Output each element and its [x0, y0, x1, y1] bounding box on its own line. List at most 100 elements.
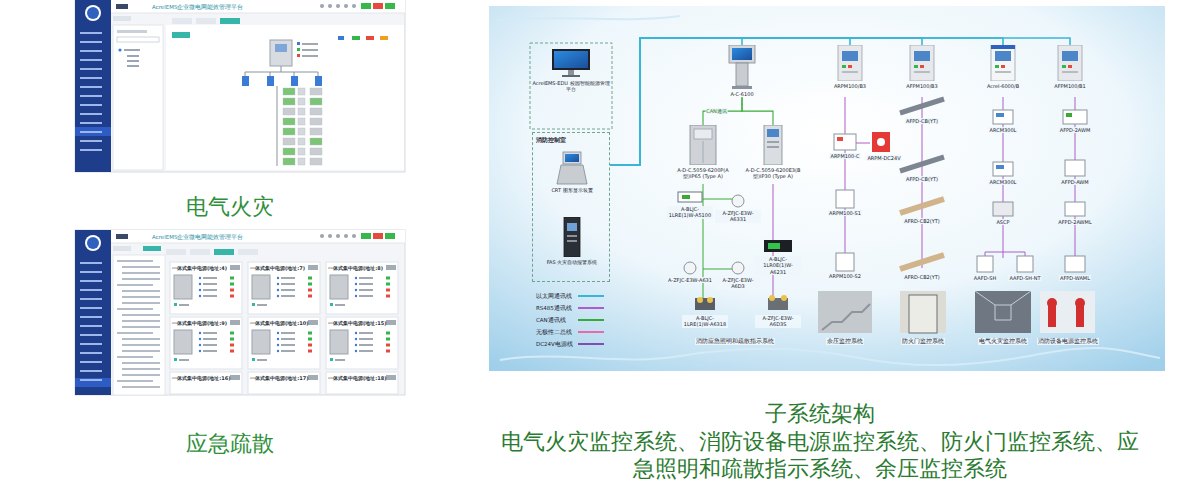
device-label: 一体式集中电源(地址:9) — [172, 320, 227, 326]
power-supply-cards — [199, 344, 201, 346]
screenshot-emergency-evacuation — [113, 255, 165, 395]
controller-icon — [767, 146, 779, 148]
device-label: A-ZFJC-E3W-A6D3S — [755, 315, 801, 328]
field-device-icons — [764, 240, 792, 252]
device-grid — [310, 158, 322, 165]
controller-icon — [767, 141, 779, 143]
power-supply-cards — [330, 330, 348, 354]
power-supply-cards — [199, 289, 201, 291]
device-label: AAFD-SH-NT — [1008, 275, 1041, 281]
kiosk-icon — [727, 45, 757, 89]
power-supply-cards — [386, 265, 396, 270]
power-supply-cards — [230, 289, 234, 292]
screenshot-electrical-fire — [373, 3, 383, 9]
cabinet-icon — [848, 65, 852, 68]
device-label: ASCP — [995, 219, 1010, 225]
power-supply-cards — [281, 350, 295, 352]
power-supply-cards — [308, 320, 318, 325]
power-supply-cards — [230, 320, 240, 325]
device-label: AcrelEMS企业微电网能效管理平台 — [152, 4, 243, 11]
node-label: A-D-C.5059-6200P(A型)IP65 (Type A) — [672, 167, 734, 180]
power-supply-cards — [359, 338, 373, 340]
field-device-icons — [1017, 256, 1033, 272]
power-supply-cards — [386, 283, 390, 286]
screenshot-electrical-fire — [361, 3, 371, 9]
field-device-icons — [834, 134, 856, 150]
console-icon — [565, 154, 579, 162]
screenshot-electrical-fire — [111, 13, 405, 14]
device-label: 消防应急照明和疏散指示系统 — [695, 338, 775, 345]
power-supply-cards — [386, 320, 396, 325]
cabinet-icon — [1001, 65, 1005, 68]
device-grid — [310, 148, 322, 155]
power-supply-cards — [281, 295, 295, 297]
power-supply-cards — [203, 283, 217, 285]
connector-line — [742, 97, 773, 125]
field-device-icons — [900, 199, 944, 213]
controller-icon — [703, 141, 704, 163]
power-supply-cards — [203, 338, 217, 340]
cabinet-icon — [914, 65, 918, 68]
field-device-icons — [996, 165, 1004, 169]
screenshot-electrical-fire — [267, 76, 274, 86]
screenshot-electrical-fire — [116, 4, 128, 9]
screenshot-emergency-evacuation — [75, 230, 405, 395]
power-supply-cards — [308, 344, 312, 347]
field-device-icons — [1065, 160, 1085, 176]
screenshot-electrical-fire — [302, 49, 318, 51]
connector-line — [610, 38, 742, 165]
legend: 以太网通讯线RS485通讯线CAN通讯线无极性二总线DC24V电源线 — [536, 290, 604, 350]
legend-text: 以太网通讯线 — [536, 293, 578, 300]
power-supply-cards — [170, 262, 242, 314]
sidebar-menu — [80, 68, 102, 70]
power-supply-cards — [170, 372, 242, 394]
tree-list — [122, 302, 160, 304]
power-supply-cards — [199, 277, 201, 279]
power-supply-cards — [359, 283, 373, 285]
power-supply-cards — [308, 295, 312, 298]
screenshot-electrical-fire — [220, 18, 240, 24]
sidebar-menu — [80, 86, 102, 88]
tree-list — [122, 374, 160, 376]
cabinet-icon — [1062, 71, 1078, 73]
console-icon — [555, 151, 589, 185]
power-supply-cards — [257, 304, 267, 306]
cabinet-icon — [564, 217, 580, 257]
cabinet-icon — [914, 51, 930, 61]
screenshot-emergency-evacuation — [373, 233, 383, 239]
power-supply-cards — [170, 262, 398, 394]
screenshot-emergency-evacuation — [85, 235, 101, 251]
power-supply-cards — [281, 338, 295, 340]
device-label: 余压监控系统 — [826, 338, 864, 345]
sidebar-menu — [80, 113, 102, 115]
sidebar-menu — [80, 32, 102, 151]
controller-icon — [764, 125, 782, 165]
screenshot-emergency-evacuation — [344, 234, 348, 238]
power-supply-cards — [355, 332, 357, 334]
device-node: CRT 图形显示装置 — [543, 151, 601, 193]
sidebar-menu — [80, 271, 102, 273]
node-label: A-C-6100 — [730, 91, 753, 97]
field-device-icons — [872, 132, 890, 152]
architecture-panel — [488, 5, 1166, 372]
field-device-icons — [697, 297, 703, 303]
field-device-icons — [682, 195, 690, 199]
screenshot-electrical-fire — [166, 25, 404, 170]
power-supply-cards — [277, 289, 279, 291]
screenshot-electrical-fire — [344, 4, 348, 8]
kiosk-icon — [732, 48, 752, 60]
legend-row: 以太网通讯线 — [536, 290, 604, 302]
power-supply-cards — [308, 350, 312, 353]
device-grid — [298, 98, 305, 105]
computer-icon — [551, 48, 591, 78]
device-label: ARPM100-S1 — [828, 210, 862, 216]
screenshot-electrical-fire — [75, 0, 405, 172]
power-supply-cards — [248, 317, 320, 369]
cabinet-icon — [914, 71, 930, 73]
tree-list — [122, 386, 160, 388]
tree-list — [122, 278, 160, 280]
device-grid — [298, 118, 305, 125]
power-supply-cards — [326, 262, 398, 314]
power-supply-cards — [326, 317, 398, 369]
